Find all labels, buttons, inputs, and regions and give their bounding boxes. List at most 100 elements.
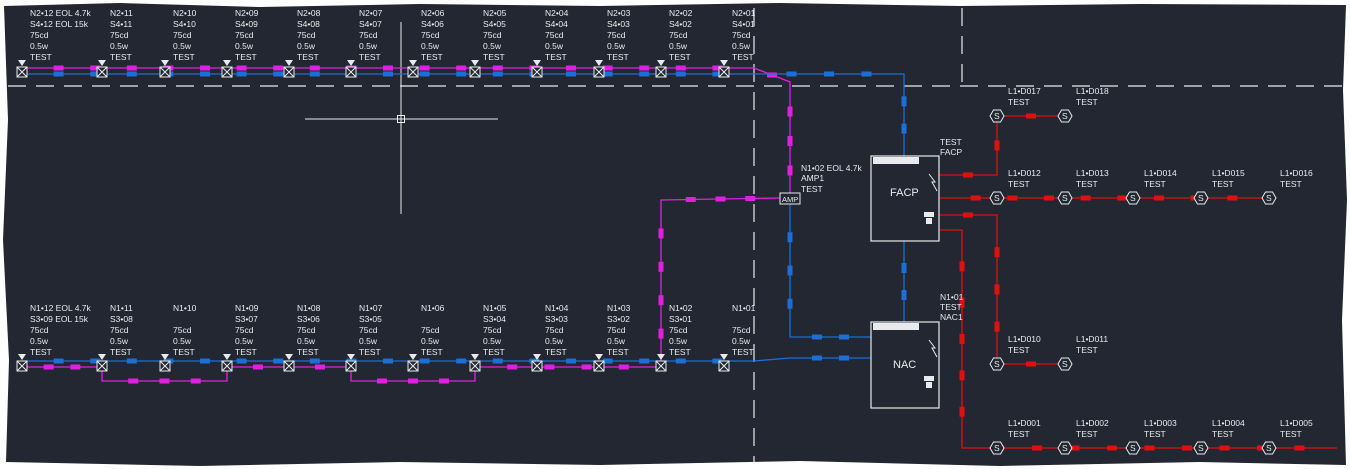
- candela-bottom: 75cd: [545, 325, 564, 335]
- wire-marker: [43, 364, 54, 370]
- wire-marker: [994, 140, 1000, 151]
- test-top: TEST: [235, 52, 257, 62]
- facp-name: FACP: [940, 147, 963, 157]
- wire-marker: [767, 72, 777, 78]
- wire-marker: [1154, 195, 1164, 201]
- device-id-top: N2•11: [110, 8, 133, 18]
- device-id-bottom: N1•09: [235, 303, 259, 313]
- wire-marker: [566, 71, 576, 77]
- wire-marker: [959, 261, 965, 272]
- wire-marker: [839, 355, 849, 361]
- wire-marker: [1219, 445, 1230, 451]
- wire-marker: [959, 334, 965, 344]
- facp-panel[interactable]: FACP: [870, 155, 940, 242]
- strobe-device-top: [593, 60, 605, 78]
- smoke-row-3-test: TEST: [1008, 345, 1030, 355]
- nac-panel[interactable]: NAC: [870, 321, 940, 409]
- strobe-device-bottom: [283, 354, 295, 372]
- watt-bottom: 0.5w: [607, 336, 626, 346]
- smoke-row-4-smoke-detector: S: [989, 441, 1005, 455]
- test-top: TEST: [30, 52, 52, 62]
- wire-marker: [273, 65, 284, 71]
- device-id-bottom: N1•01: [732, 303, 756, 313]
- wire-marker: [566, 358, 576, 364]
- smoke-symbol: S: [1062, 193, 1068, 203]
- eol2-label-bottom: S3•09 EOL 15k: [30, 314, 89, 324]
- watt-bottom: 0.5w: [732, 336, 751, 346]
- device-address-top: S4•11: [110, 19, 132, 29]
- candela-top: 75cd: [110, 30, 129, 40]
- strobe-device-top: [531, 60, 543, 78]
- candela-top: 75cd: [732, 30, 751, 40]
- device-id-bottom: N1•07: [359, 303, 383, 313]
- smoke-row-1-smoke-detector: S: [989, 109, 1005, 123]
- wire-marker: [126, 358, 137, 364]
- wire-marker: [309, 65, 320, 71]
- wire-marker: [419, 65, 430, 71]
- device-id-top: N2•03: [607, 8, 631, 18]
- wire-marker: [159, 378, 170, 384]
- wire-marker: [408, 378, 418, 384]
- test-top: TEST: [421, 52, 443, 62]
- watt-bottom: 0.5w: [421, 336, 440, 346]
- watt-bottom: 0.5w: [30, 336, 49, 346]
- candela-bottom: 75cd: [359, 325, 378, 335]
- wire-marker: [456, 358, 467, 364]
- strobe-device-bottom: [718, 354, 730, 372]
- wire-marker: [419, 358, 430, 364]
- strobe-device-top: [345, 60, 357, 78]
- smoke-row-4-id: L1•D004: [1212, 418, 1245, 428]
- strobe-device-top: [469, 60, 481, 78]
- watt-top: 0.5w: [297, 41, 316, 51]
- wire-marker: [492, 65, 503, 71]
- bottom-magenta-circuit: [22, 197, 781, 382]
- wire-marker: [1117, 195, 1128, 201]
- facp-test: TEST: [940, 137, 962, 147]
- candela-top: 75cd: [483, 30, 502, 40]
- strobe-device-bottom: [345, 354, 357, 372]
- smoke-row-2-smoke-detector: S: [1193, 191, 1209, 205]
- smoke-symbol: S: [994, 111, 1000, 121]
- strobe-device-bottom: [221, 354, 233, 372]
- candela-top: 75cd: [607, 30, 626, 40]
- wire-marker: [787, 165, 793, 176]
- device-id-bottom: N1•08: [297, 303, 321, 313]
- wire-marker: [377, 378, 387, 384]
- eol-label-top: N2•12 EOL 4.7k: [30, 8, 92, 18]
- wire-marker: [1144, 445, 1155, 451]
- wire-marker: [53, 65, 64, 71]
- watt-bottom: 0.5w: [545, 336, 564, 346]
- smoke-row-4-id: L1•D002: [1076, 418, 1109, 428]
- wire-marker: [959, 406, 965, 417]
- wire-marker: [824, 71, 834, 77]
- smoke-symbol: S: [994, 193, 1000, 203]
- smoke-row-1-test: TEST: [1008, 97, 1030, 107]
- strobe-device-bottom: [159, 354, 171, 372]
- wire-marker: [658, 261, 664, 272]
- smoke-row-3-smoke-detector: S: [989, 357, 1005, 371]
- test-bottom: TEST: [545, 347, 567, 357]
- wire-marker: [383, 65, 393, 71]
- smoke-symbol: S: [1062, 111, 1068, 121]
- circuit-wiring: [22, 65, 1337, 451]
- wire-marker: [456, 65, 467, 71]
- smoke-row-4-test: TEST: [1076, 429, 1098, 439]
- amplifier-device[interactable]: AMP: [779, 192, 801, 205]
- strobe-device-bottom: [407, 354, 419, 372]
- candela-bottom: 75cd: [483, 325, 502, 335]
- smoke-row-2-test: TEST: [1008, 179, 1030, 189]
- wire-marker: [1032, 445, 1042, 451]
- candela-top: 75cd: [359, 30, 378, 40]
- wire-marker: [1007, 195, 1018, 201]
- amp-box-label: AMP: [782, 195, 798, 204]
- smoke-symbol: S: [1266, 193, 1272, 203]
- nac-label: NAC: [893, 359, 916, 371]
- device-address-top: S4•07: [359, 19, 382, 29]
- smoke-row-3-smoke-detector: S: [1057, 357, 1073, 371]
- test-top: TEST: [297, 52, 319, 62]
- watt-top: 0.5w: [607, 41, 626, 51]
- device-id-bottom: N1•04: [545, 303, 569, 313]
- wire-marker: [901, 96, 907, 107]
